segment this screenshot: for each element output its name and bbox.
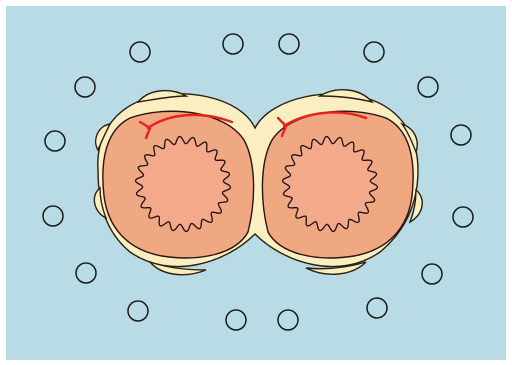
diagram-canvas <box>0 0 512 365</box>
cell-division-diagram <box>0 0 512 365</box>
